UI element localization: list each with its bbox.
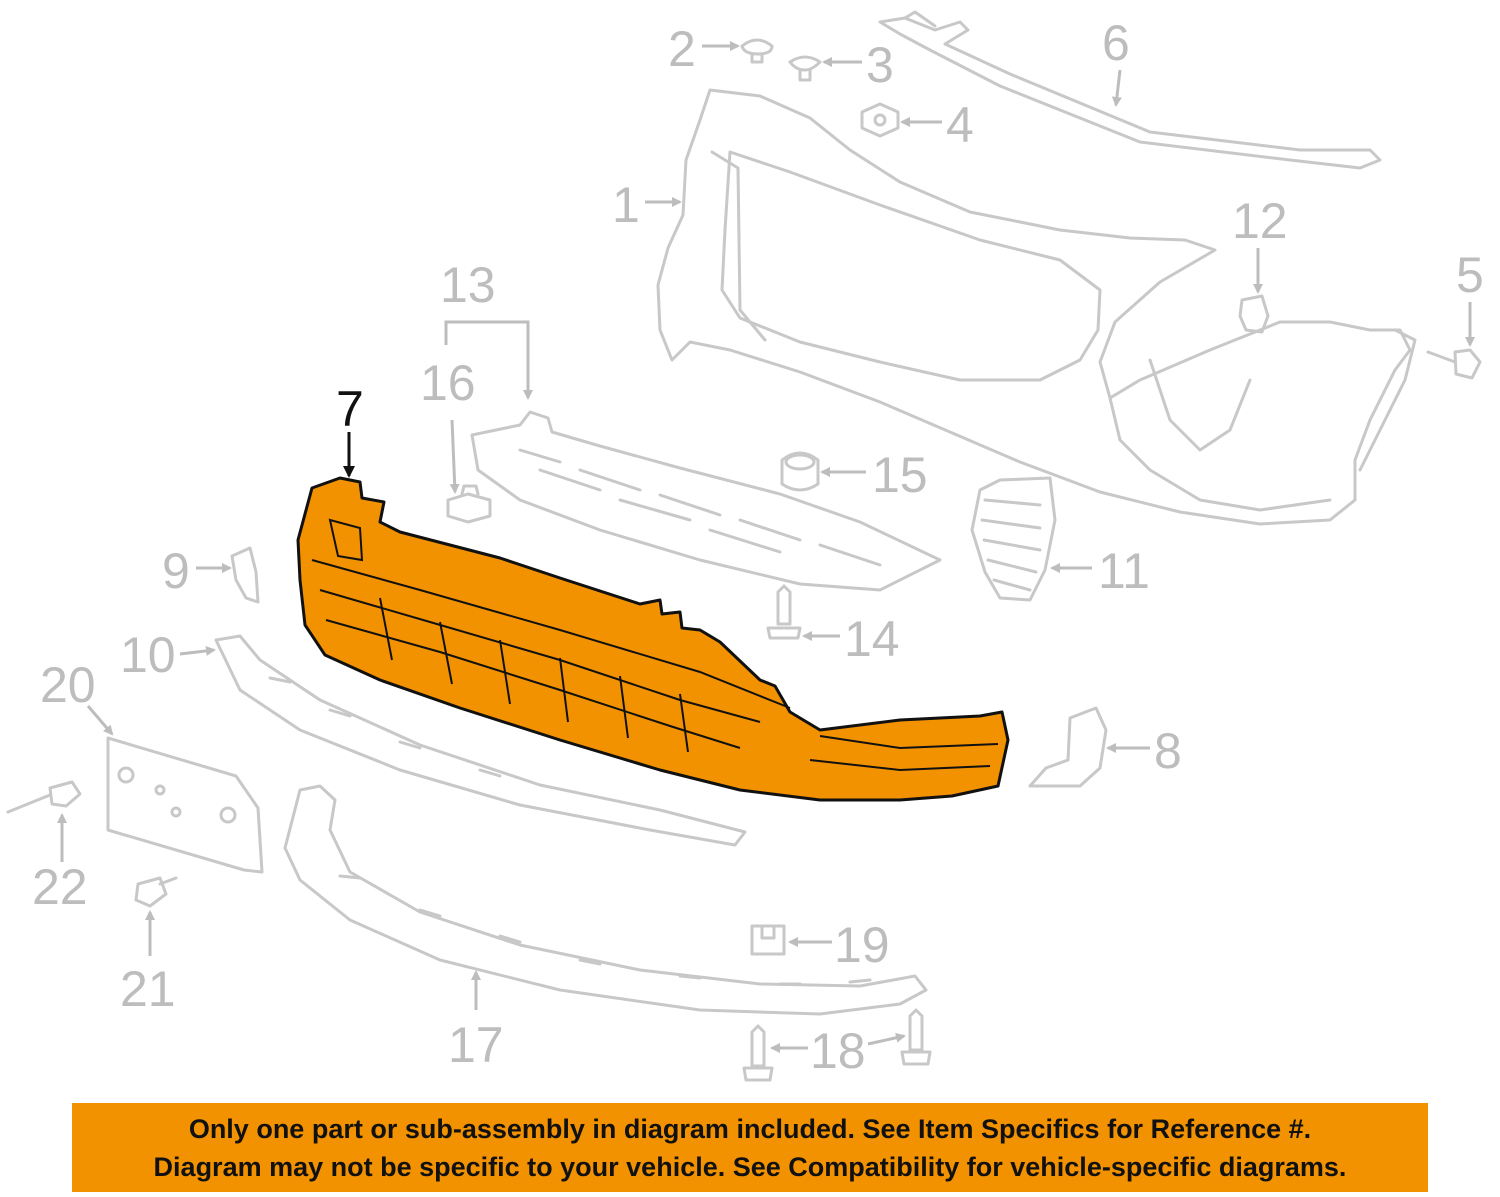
callout-20: 20: [40, 657, 96, 713]
callout-21: 21: [120, 961, 176, 1017]
part-7-lower-grille: [296, 476, 1010, 802]
callout-2: 2: [668, 21, 696, 77]
disclaimer-line-1: Only one part or sub-assembly in diagram…: [188, 1113, 1312, 1144]
callout-labels: 2 3 4 6 1 12 5 13 16 7 15 11 9 14 10 20 …: [32, 15, 1484, 1079]
callout-4: 4: [946, 97, 974, 153]
callout-17: 17: [448, 1017, 504, 1073]
callout-8: 8: [1154, 723, 1182, 779]
part-10-trim-strip: [214, 634, 747, 847]
part-8-side-bracket: [1028, 706, 1108, 788]
part-2-pushpin: [740, 38, 774, 64]
callout-1: 1: [612, 177, 640, 233]
callout-6: 6: [1102, 15, 1130, 71]
part-6-upper-retainer: [878, 10, 1382, 170]
part-13-deflector: [470, 410, 942, 592]
callout-10: 10: [120, 627, 176, 683]
part-22-rivet: [6, 780, 82, 814]
callout-5: 5: [1456, 247, 1484, 303]
part-18-screws: [742, 1008, 932, 1082]
part-1-fascia: [656, 88, 1417, 526]
callout-3: 3: [866, 37, 894, 93]
part-15-grommet: [780, 451, 820, 492]
part-17-lower-valance: [283, 784, 928, 1016]
parts-diagram: 2 3 4 6 1 12 5 13 16 7 15 11 9 14 10 20 …: [6, 10, 1484, 1082]
part-21-screw: [134, 876, 178, 908]
callout-22: 22: [32, 859, 88, 915]
part-11-side-grille: [970, 476, 1057, 602]
callout-12: 12: [1232, 193, 1288, 249]
part-4-nut: [860, 102, 900, 138]
callout-15: 15: [872, 447, 928, 503]
callout-14: 14: [844, 611, 900, 667]
part-16-clip: [446, 484, 492, 524]
part-3-pushpin: [788, 55, 822, 82]
callout-11: 11: [1098, 543, 1150, 599]
callout-19: 19: [834, 917, 890, 973]
callout-18: 18: [810, 1023, 866, 1079]
callout-9: 9: [162, 543, 190, 599]
callout-7: 7: [336, 381, 364, 437]
part-14-screw: [766, 584, 802, 640]
part-20-license-bracket: [106, 736, 264, 874]
callout-13: 13: [440, 257, 496, 313]
callout-16: 16: [420, 355, 476, 411]
disclaimer-line-2: Diagram may not be specific to your vehi…: [153, 1151, 1347, 1182]
leader-lines: [57, 41, 1475, 1053]
disclaimer-banner: Only one part or sub-assembly in diagram…: [72, 1103, 1428, 1192]
part-9-bracket: [230, 546, 260, 604]
part-5-bolt: [1426, 348, 1482, 380]
part-12-clip: [1238, 294, 1270, 334]
part-19-nut: [750, 924, 786, 956]
